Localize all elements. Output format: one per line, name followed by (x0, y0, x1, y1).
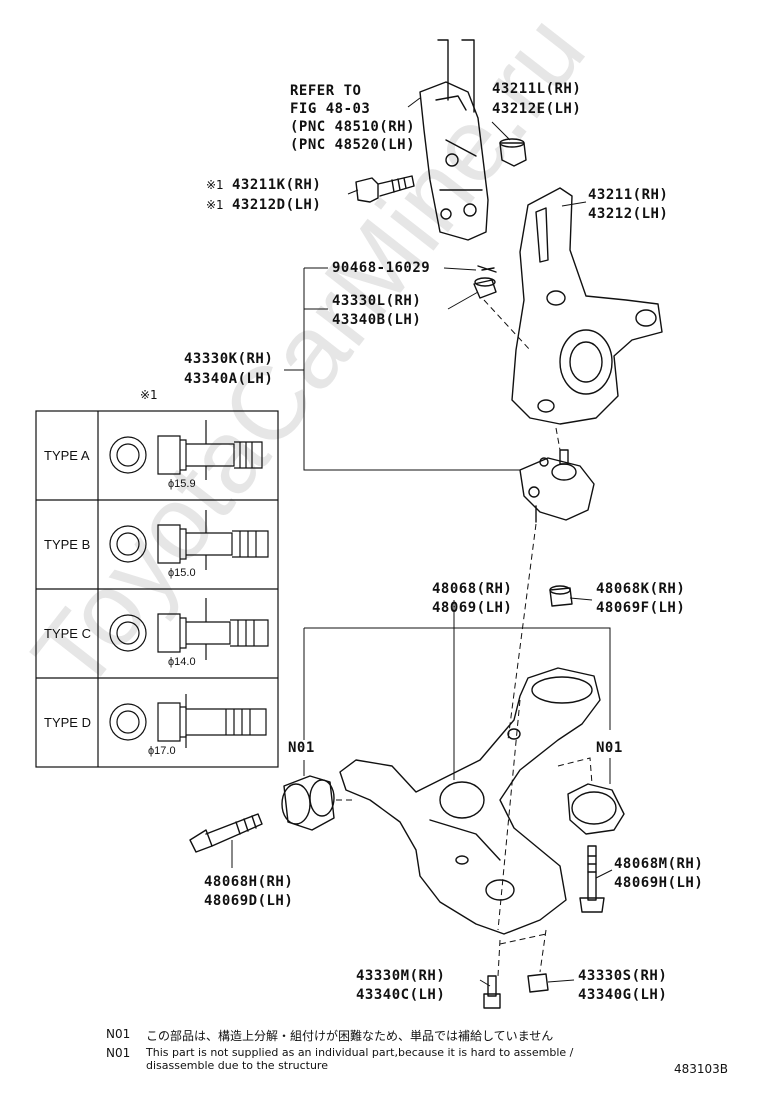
part-48069: 48069(LH) (432, 600, 513, 616)
note-1-code: N01 (106, 1027, 131, 1041)
nut-48068K (549, 585, 573, 607)
part-43330S: 43330S(RH) (578, 968, 668, 984)
nut-43330L (473, 277, 497, 299)
type-table-mark: ※1 (140, 388, 158, 402)
type-d-label: TYPE D (44, 715, 91, 730)
type-c-diameter: ϕ14.0 (168, 656, 196, 668)
note-2-text-line-2: disassemble due to the structure (146, 1059, 328, 1072)
refer-line-1: REFER TO (290, 83, 362, 99)
cotter-pin-90468 (477, 265, 497, 273)
part-48068H: 48068H(RH) (204, 874, 294, 890)
bushing-left-drawing (281, 775, 335, 831)
part-48068K: 48068K(RH) (596, 581, 686, 597)
nut-43330S (527, 973, 549, 993)
refer-line-2: FIG 48-03 (290, 101, 371, 117)
type-b-label: TYPE B (44, 537, 91, 552)
bolt-mark-2: ※1 (206, 198, 224, 212)
leader-lines (231, 97, 613, 987)
part-43340A: 43340A(LH) (184, 371, 274, 387)
bolt-type-d-drawing (109, 694, 267, 748)
bolt-43330M (483, 975, 501, 1009)
figure-id: 483103B (674, 1062, 729, 1076)
bolt-type-b-drawing (109, 510, 269, 570)
part-43211: 43211(RH) (588, 187, 669, 203)
type-a-label: TYPE A (44, 448, 90, 463)
part-43330L: 43330L(RH) (332, 293, 422, 309)
bolt-48068H (189, 813, 263, 853)
type-c-label: TYPE C (44, 626, 91, 641)
bolt-43211K (355, 175, 415, 203)
part-43211K: 43211K(RH) (232, 177, 322, 193)
type-a-diameter: ϕ15.9 (168, 478, 196, 490)
lower-arm-drawing (339, 667, 601, 935)
part-43340B: 43340B(LH) (332, 312, 422, 328)
bolt-48068M (579, 845, 605, 913)
bolt-type-a-drawing (109, 420, 263, 480)
bolt-mark-1: ※1 (206, 178, 224, 192)
part-90468: 90468-16029 (332, 260, 431, 276)
steering-knuckle-drawing (511, 187, 663, 425)
nut-43211L (499, 138, 527, 167)
part-48069D: 48069D(LH) (204, 893, 294, 909)
part-48068M: 48068M(RH) (614, 856, 704, 872)
part-43340G: 43340G(LH) (578, 987, 668, 1003)
type-d-diameter: ϕ17.0 (148, 745, 176, 757)
part-43212D: 43212D(LH) (232, 197, 322, 213)
center-lines (336, 299, 593, 977)
note-2-text-line-1: This part is not supplied as an individu… (146, 1046, 574, 1059)
part-43340C: 43340C(LH) (356, 987, 446, 1003)
bolt-type-c-drawing (109, 598, 269, 660)
part-48069H: 48069H(LH) (614, 875, 704, 891)
part-43330M: 43330M(RH) (356, 968, 446, 984)
strut-drawing (419, 39, 489, 241)
type-table-frame (35, 410, 279, 768)
part-43212: 43212(LH) (588, 206, 669, 222)
ball-joint-drawing (519, 449, 595, 523)
note-1-text: この部品は、構造上分解・組付けが困難なため、単品では補給していません (146, 1029, 554, 1043)
refer-line-4: (PNC 48520(LH) (290, 137, 416, 153)
n01-label-left: N01 (288, 740, 315, 756)
part-43211L: 43211L(RH) (492, 81, 582, 97)
part-43330K: 43330K(RH) (184, 351, 274, 367)
n01-label-right: N01 (596, 740, 623, 756)
part-48069F: 48069F(LH) (596, 600, 686, 616)
type-table-bolts (109, 420, 269, 748)
part-43212E: 43212E(LH) (492, 101, 582, 117)
note-2-code: N01 (106, 1046, 131, 1060)
refer-line-3: (PNC 48510(RH) (290, 119, 416, 135)
part-48068: 48068(RH) (432, 581, 513, 597)
bushing-right-drawing (567, 783, 625, 835)
type-b-diameter: ϕ15.0 (168, 567, 196, 579)
